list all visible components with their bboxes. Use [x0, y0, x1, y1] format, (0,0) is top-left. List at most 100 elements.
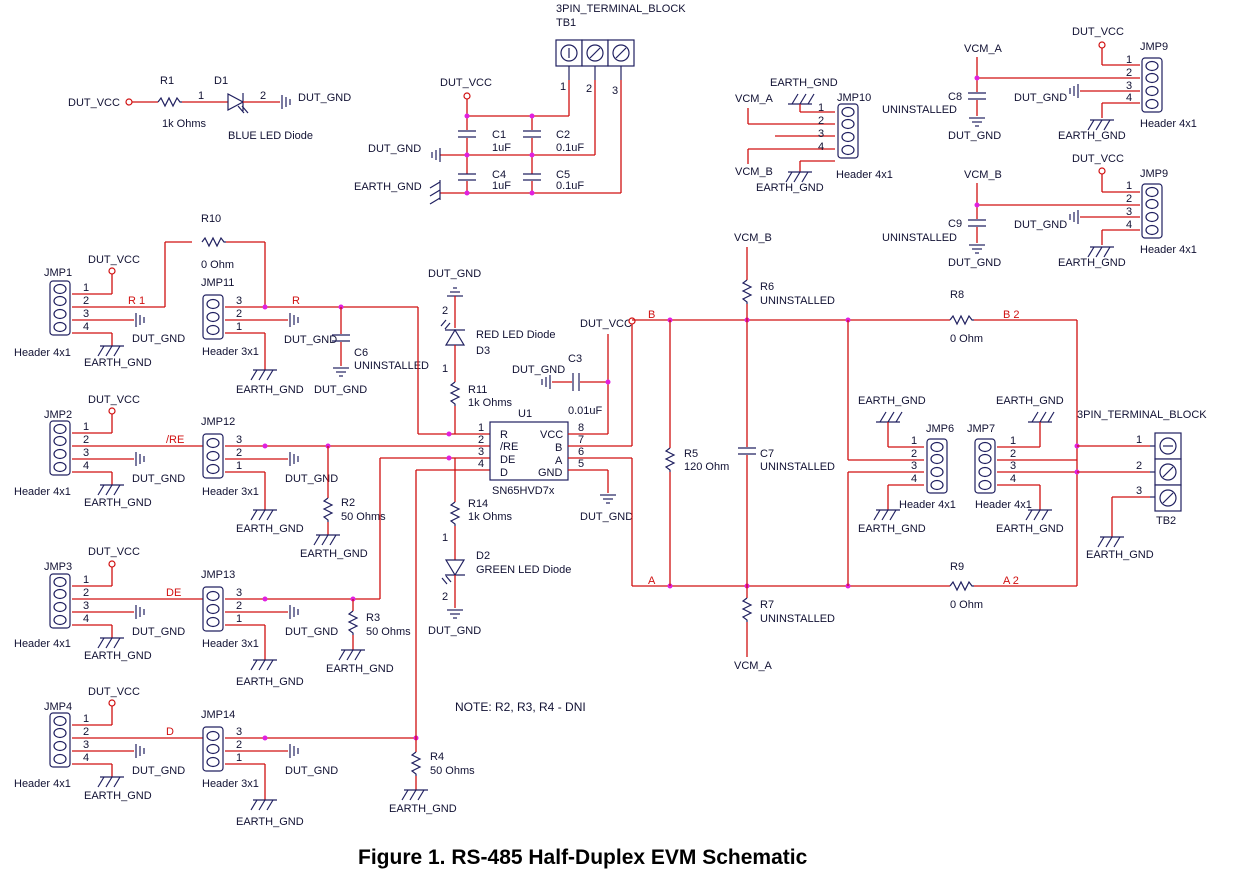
pin-number: 1 — [911, 435, 917, 447]
header-icon — [202, 294, 224, 340]
jmp9-type: Header 4x1 — [1140, 244, 1197, 256]
dut-vcc-label: DUT_VCC — [88, 254, 140, 266]
dut-vcc-label: DUT_VCC — [1072, 153, 1124, 165]
pin-number: 1 — [236, 321, 242, 333]
c4-value: 1uF — [492, 180, 511, 192]
header-icon — [974, 438, 996, 494]
r9-value: 0 Ohm — [950, 599, 983, 611]
r8-ref: R8 — [950, 289, 964, 301]
vcm-a-label: VCM_A — [735, 93, 774, 105]
net-label-r1: R 1 — [128, 295, 145, 307]
u1-ref: U1 — [518, 408, 532, 420]
header-icon — [49, 712, 71, 768]
r6-value: UNINSTALLED — [760, 295, 835, 307]
u1-pin-name: R — [500, 429, 508, 441]
pin-number: 3 — [818, 128, 824, 140]
c9-ref: C9 — [948, 218, 962, 230]
u1-pin-number: 1 — [478, 422, 484, 434]
net-label-d: D — [166, 726, 174, 738]
earth-gnd-label: EARTH_GND — [84, 357, 152, 369]
net-label-a: A — [648, 575, 656, 587]
bus-section: B A R5 120 Ohm VCM_B R6 UNINSTALLED C7 U… — [631, 232, 1080, 672]
header-icon — [1141, 183, 1163, 239]
u1-pin-number: 5 — [578, 458, 584, 470]
pin-number: 2 — [236, 739, 242, 751]
jmp10-section: VCM_A EARTH_GND VCM_B EARTH_GND JMP10 He… — [735, 77, 893, 194]
pin-number: 2 — [586, 83, 592, 95]
earth-gnd-label: EARTH_GND — [1058, 257, 1126, 269]
c6-ref: C6 — [354, 347, 368, 359]
pin-number: 3 — [83, 739, 89, 751]
d1-led-icon — [227, 93, 245, 111]
u1-pin-number: 2 — [478, 434, 484, 446]
pin-number: 1 — [1010, 435, 1016, 447]
u1-pin-name: /RE — [500, 441, 518, 453]
dut-vcc-label: DUT_VCC — [88, 686, 140, 698]
net-label-r: R — [292, 295, 300, 307]
header-icon — [202, 433, 224, 479]
jmp14-type: Header 3x1 — [202, 778, 259, 790]
pin-number: 2 — [83, 726, 89, 738]
jmp13-type: Header 3x1 — [202, 638, 259, 650]
r11-value: 1k Ohms — [468, 397, 513, 409]
tb2-ref: TB2 — [1156, 515, 1176, 527]
jmp10-ref: JMP10 — [837, 92, 871, 104]
dut-gnd-label: DUT_GND — [314, 384, 367, 396]
r8-value: 0 Ohm — [950, 333, 983, 345]
pin-number: 1 — [83, 574, 89, 586]
u1-pin-name: A — [555, 455, 563, 467]
dut-gnd-label: DUT_GND — [132, 333, 185, 345]
pin-number: 4 — [1126, 219, 1132, 231]
c9-value: UNINSTALLED — [882, 232, 957, 244]
dut-gnd-label: DUT_GND — [428, 625, 481, 637]
terminal-block-icon — [607, 39, 635, 67]
c2-value: 0.1uF — [556, 142, 584, 154]
header-icon — [926, 438, 948, 494]
u1-pin-name: D — [500, 467, 508, 479]
jmp4-type: Header 4x1 — [14, 778, 71, 790]
jmp12-type: Header 3x1 — [202, 486, 259, 498]
r2-value: 50 Ohms — [341, 511, 386, 523]
pin-number: 4 — [911, 473, 917, 485]
dut-gnd-label: DUT_GND — [285, 473, 338, 485]
terminal-block-icon — [1154, 458, 1182, 486]
u1-body — [489, 421, 569, 481]
pin-number: 3 — [236, 726, 242, 738]
pin-number: 4 — [83, 321, 89, 333]
dut-gnd-label: DUT_GND — [512, 364, 565, 376]
dut-gnd-label: DUT_GND — [132, 473, 185, 485]
pin-number: 1 — [560, 81, 566, 93]
r4-value: 50 Ohms — [430, 765, 475, 777]
r1-ref: R1 — [160, 75, 174, 87]
pin-number: 3 — [1126, 206, 1132, 218]
c1-value: 1uF — [492, 142, 511, 154]
d2-led-icon — [444, 559, 466, 577]
pin-number: 1 — [1136, 434, 1142, 446]
tb1-type: 3PIN_TERMINAL_BLOCK — [556, 3, 686, 15]
jmp7-ref: JMP7 — [967, 423, 995, 435]
d2-value: GREEN LED Diode — [476, 564, 571, 576]
pin-number: 3 — [911, 460, 917, 472]
r10-value: 0 Ohm — [201, 259, 234, 271]
d3-red-led-section: DUT_GND 2 1 RED LED Diode D3 R11 1k Ohms — [428, 268, 555, 434]
pin-number: 3 — [236, 434, 242, 446]
jmp2-ref: JMP2 — [44, 409, 72, 421]
u1-pin-name: VCC — [540, 429, 563, 441]
earth-gnd-label: EARTH_GND — [300, 548, 368, 560]
c5-value: 0.1uF — [556, 180, 584, 192]
dut-gnd-label: DUT_GND — [580, 511, 633, 523]
pin-number: 2 — [83, 295, 89, 307]
u1-pin-number: 3 — [478, 446, 484, 458]
jmp4-ref: JMP4 — [44, 701, 72, 713]
d3-value: RED LED Diode — [476, 329, 555, 341]
pin-number: 1 — [1126, 180, 1132, 192]
pin-number: 1 — [198, 90, 204, 102]
net-label-b2: B 2 — [1003, 309, 1020, 321]
r9-ref: R9 — [950, 561, 964, 573]
dut-gnd-label: DUT_GND — [284, 334, 337, 346]
dut-gnd-label: DUT_GND — [1014, 219, 1067, 231]
net-label-b: B — [648, 309, 655, 321]
pin-number: 2 — [1126, 67, 1132, 79]
pin-number: 3 — [1126, 80, 1132, 92]
r1-value: 1k Ohms — [162, 118, 207, 130]
